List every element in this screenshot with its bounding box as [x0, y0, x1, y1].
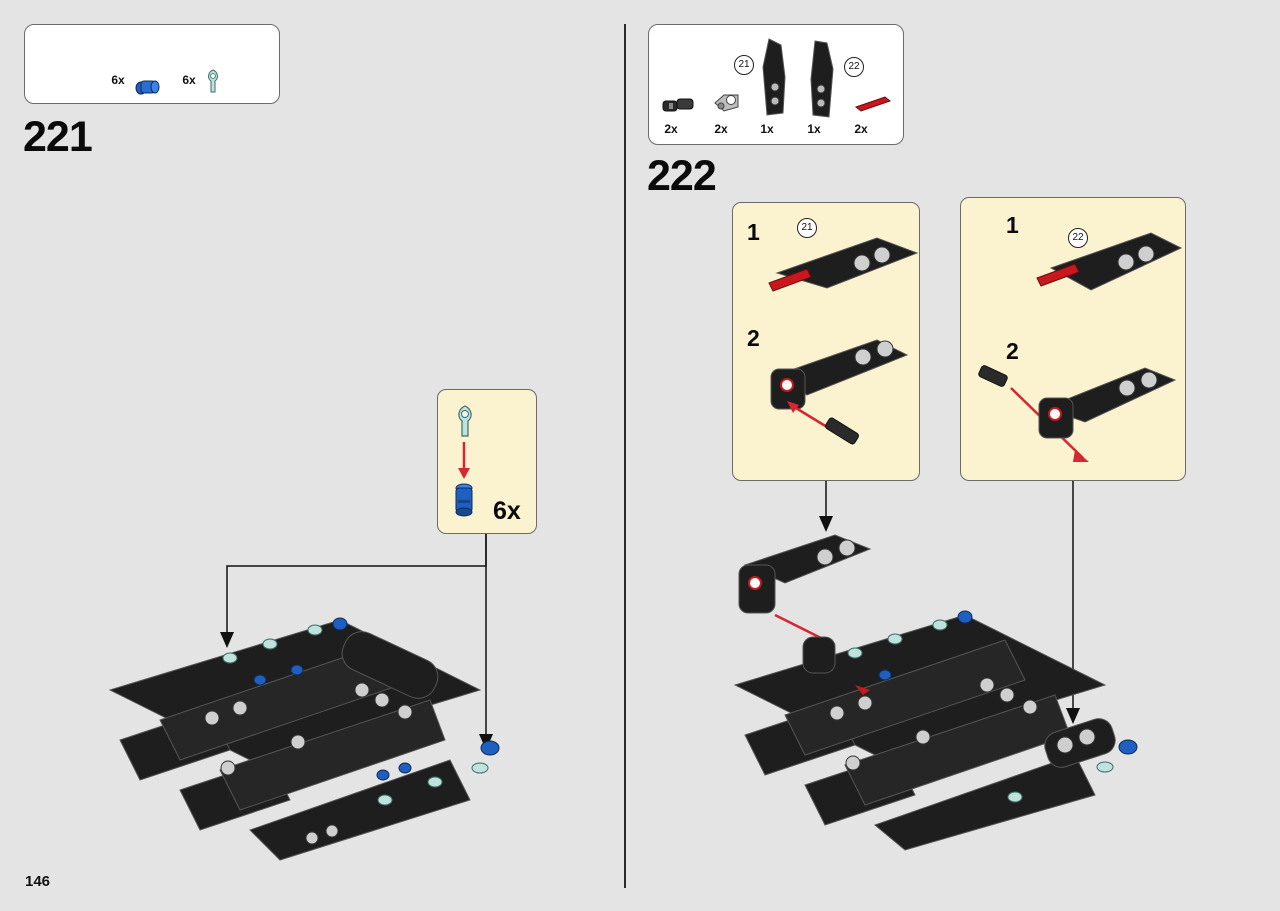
sub-step-number: 2	[1006, 338, 1019, 364]
parts-qty: 2x	[664, 122, 678, 136]
sub-step-number: 1	[1006, 212, 1019, 238]
panel-with-pin	[770, 339, 909, 445]
grey-connector-icon	[714, 94, 739, 112]
black-panel-21-icon	[762, 38, 786, 116]
parts-qty: 2x	[714, 122, 728, 136]
black-panel-22-icon	[810, 40, 834, 118]
parts-qty: 2x	[854, 122, 868, 136]
page-number: 146	[25, 873, 51, 890]
step-number: 222	[647, 152, 717, 200]
parts-qty: 1x	[760, 122, 774, 136]
step-number: 221	[23, 113, 93, 161]
blue-pin-icon	[455, 483, 473, 517]
panel-with-axle	[768, 237, 919, 292]
callout-222-left: 1 21 2	[732, 202, 920, 481]
panel-with-axle	[1036, 232, 1183, 291]
part-ref-number: 21	[734, 55, 754, 75]
parts-list-222: 2x 2x 21 1x 22 1x 2x	[648, 24, 904, 145]
insert-arrow	[458, 442, 470, 479]
callout-222-right: 1 22 2	[960, 197, 1186, 481]
sub-step-number: 1	[747, 219, 760, 245]
black-axle-pin-icon	[662, 98, 694, 112]
parts-qty: 6x	[111, 73, 125, 87]
red-axle-icon	[854, 96, 892, 112]
chassis-assembly-222	[733, 534, 1138, 851]
page-divider	[624, 24, 626, 888]
blue-pin-icon	[135, 80, 160, 95]
light-aqua-connector-icon	[458, 405, 472, 437]
callout-qty: 6x	[493, 497, 521, 525]
parts-qty: 1x	[807, 122, 821, 136]
panel-with-pin	[978, 365, 1177, 462]
part-ref-number: 21	[797, 218, 817, 238]
callout-221: 6x	[437, 389, 537, 534]
part-ref-number: 22	[1068, 228, 1088, 248]
parts-qty: 6x	[182, 73, 196, 87]
chassis-assembly-221	[108, 617, 500, 861]
part-ref-number: 22	[844, 57, 864, 77]
sub-step-number: 2	[747, 325, 760, 351]
light-aqua-connector-icon	[208, 69, 218, 93]
parts-list-221: 6x 6x	[24, 24, 280, 104]
